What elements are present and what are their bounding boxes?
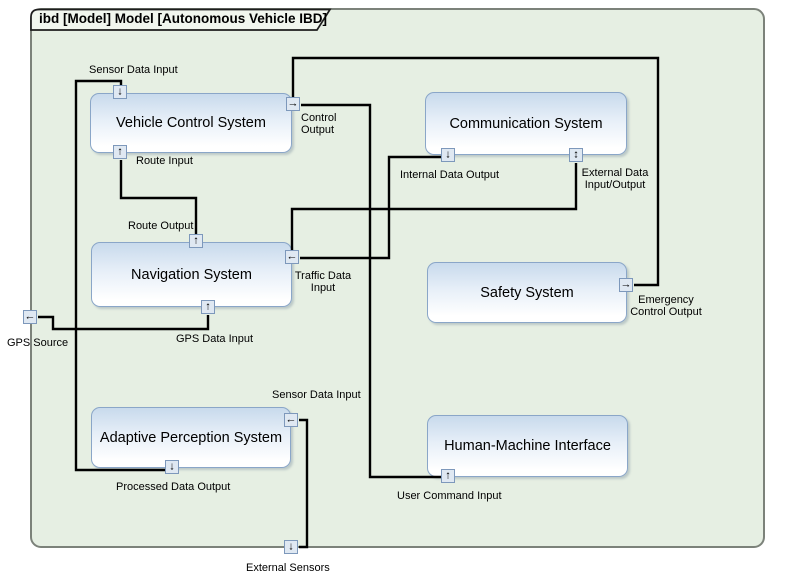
block-adaptive-perception-system[interactable]: Adaptive Perception System bbox=[91, 407, 291, 468]
arrow-up-icon: ↑ bbox=[205, 300, 211, 312]
arrow-up-icon: ↑ bbox=[193, 234, 199, 246]
block-vehicle-control-system[interactable]: Vehicle Control System bbox=[90, 93, 292, 153]
arrow-up-icon: ↑ bbox=[117, 145, 123, 157]
port-vcs-control-output[interactable]: → bbox=[286, 97, 300, 111]
arrow-down-icon: ↓ bbox=[117, 85, 123, 97]
arrow-down-icon: ↓ bbox=[445, 148, 451, 160]
label-nav-gps-data-input: GPS Data Input bbox=[176, 333, 254, 345]
arrow-left-icon: ← bbox=[285, 413, 297, 425]
arrow-right-icon: → bbox=[287, 97, 299, 109]
block-label: Human-Machine Interface bbox=[444, 438, 611, 454]
connector-gps-source-gps-input[interactable] bbox=[38, 315, 210, 331]
arrow-right-icon: → bbox=[620, 278, 632, 290]
label-vcs-control-output: Control Output bbox=[301, 112, 337, 136]
port-gps-source[interactable]: ← bbox=[23, 310, 37, 324]
label-safety-emergency-control-output: Emergency Control Output bbox=[630, 294, 702, 318]
connector-external-sensors-aps[interactable] bbox=[299, 418, 309, 549]
port-comm-internal-data-output[interactable]: ↓ bbox=[441, 148, 455, 162]
label-aps-processed-data-output: Processed Data Output bbox=[116, 481, 231, 493]
port-external-sensors[interactable]: ↓ bbox=[284, 540, 298, 554]
block-human-machine-interface[interactable]: Human-Machine Interface bbox=[427, 415, 628, 477]
label-gps-source: GPS Source bbox=[7, 337, 69, 349]
label-aps-sensor-data-input: Sensor Data Input bbox=[272, 389, 361, 401]
connector-processed-data-to-sensor-input[interactable] bbox=[74, 79, 165, 472]
block-label: Adaptive Perception System bbox=[99, 429, 283, 446]
block-navigation-system[interactable]: Navigation System bbox=[91, 242, 292, 307]
label-nav-traffic-data-input: Traffic Data Input bbox=[294, 270, 352, 294]
port-hmi-user-command-input[interactable]: ↑ bbox=[441, 469, 455, 483]
connector-internal-data-traffic-input[interactable] bbox=[300, 155, 441, 260]
label-vcs-route-input: Route Input bbox=[136, 155, 193, 167]
connector-control-output-user-command[interactable] bbox=[301, 103, 441, 479]
port-nav-gps-data-input[interactable]: ↑ bbox=[201, 300, 215, 314]
label-comm-external-data-io: External Data Input/Output bbox=[581, 167, 649, 191]
label-comm-internal-data-output: Internal Data Output bbox=[400, 169, 500, 181]
arrow-left-icon: ← bbox=[24, 310, 36, 322]
port-vcs-route-input[interactable]: ↑ bbox=[113, 145, 127, 159]
diagram-title: ibd [Model] Model [Autonomous Vehicle IB… bbox=[39, 11, 327, 26]
label-vcs-sensor-data-input: Sensor Data Input bbox=[89, 64, 178, 76]
arrow-down-icon: ↓ bbox=[288, 540, 294, 552]
port-aps-sensor-data-input[interactable]: ← bbox=[284, 413, 298, 427]
frame-title-tab bbox=[30, 8, 332, 31]
arrow-down-icon: ↓ bbox=[169, 460, 175, 472]
label-hmi-user-command-input: User Command Input bbox=[397, 490, 502, 502]
block-safety-system[interactable]: Safety System bbox=[427, 262, 627, 323]
label-nav-route-output: Route Output bbox=[128, 220, 194, 232]
arrow-up-icon: ↑ bbox=[445, 469, 451, 481]
block-label: Safety System bbox=[480, 284, 574, 301]
connector-route-input-output[interactable] bbox=[119, 160, 198, 234]
port-safety-emergency-control-output[interactable]: → bbox=[619, 278, 633, 292]
connector-external-data-traffic-input[interactable] bbox=[290, 163, 578, 250]
block-label: Vehicle Control System bbox=[116, 115, 266, 131]
port-vcs-sensor-data-input[interactable]: ↓ bbox=[113, 85, 127, 99]
connector-control-output-emergency[interactable] bbox=[291, 56, 660, 287]
port-aps-processed-data-output[interactable]: ↓ bbox=[165, 460, 179, 474]
block-label: Navigation System bbox=[131, 266, 252, 283]
block-communication-system[interactable]: Communication System bbox=[425, 92, 627, 155]
block-label: Communication System bbox=[449, 115, 603, 132]
arrow-left-icon: ← bbox=[286, 250, 298, 262]
port-comm-external-data-io[interactable]: ↕ bbox=[569, 148, 583, 162]
label-external-sensors: External Sensors bbox=[246, 562, 330, 574]
port-nav-route-output[interactable]: ↑ bbox=[189, 234, 203, 248]
port-nav-traffic-data-input[interactable]: ← bbox=[285, 250, 299, 264]
arrow-up-down-icon: ↕ bbox=[573, 148, 579, 160]
